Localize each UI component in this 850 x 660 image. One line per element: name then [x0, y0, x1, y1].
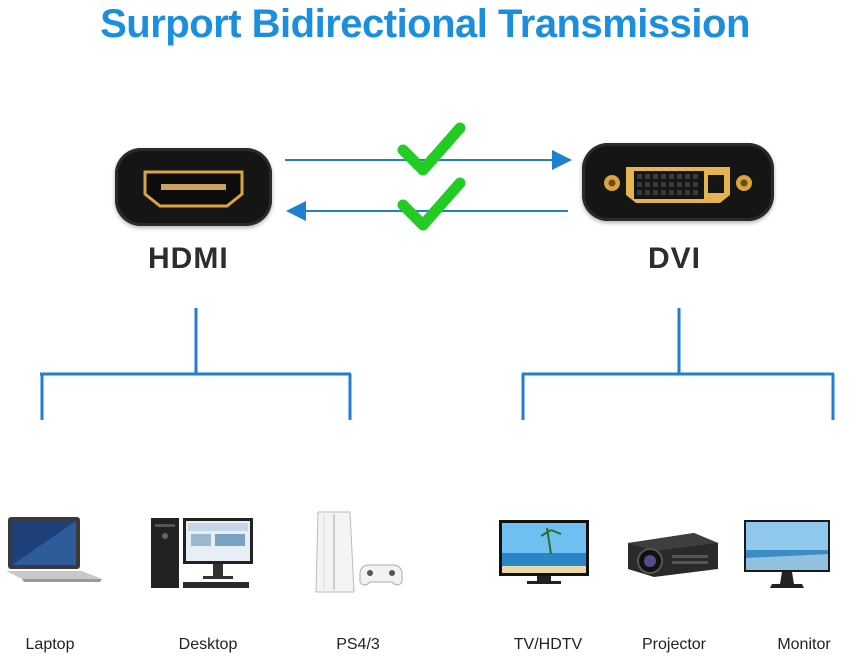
hdmi-port-icon — [115, 148, 272, 226]
dvi-port-icon — [582, 143, 774, 221]
dvi-label: DVI — [648, 242, 702, 275]
hdmi-label: HDMI — [148, 242, 229, 275]
hdmi-tree — [40, 308, 352, 420]
device-label-tv: TV/HDTV — [513, 636, 583, 653]
monitor-icon — [744, 520, 830, 588]
check-icon-bottom — [397, 177, 466, 231]
device-label-desktop: Desktop — [178, 636, 238, 653]
dvi-tree — [521, 308, 835, 420]
device-label-ps: PS4/3 — [336, 636, 380, 653]
tv-icon — [499, 520, 589, 584]
device-label-laptop: Laptop — [25, 636, 75, 653]
game-console-icon — [315, 511, 403, 593]
laptop-icon — [6, 517, 102, 582]
projector-icon — [628, 533, 718, 577]
check-icon-top — [397, 122, 466, 176]
desktop-icon — [151, 518, 253, 588]
device-label-monitor: Monitor — [777, 636, 831, 653]
diagram-title: Surport Bidirectional Transmission — [100, 2, 750, 46]
device-label-projector: Projector — [641, 636, 707, 653]
